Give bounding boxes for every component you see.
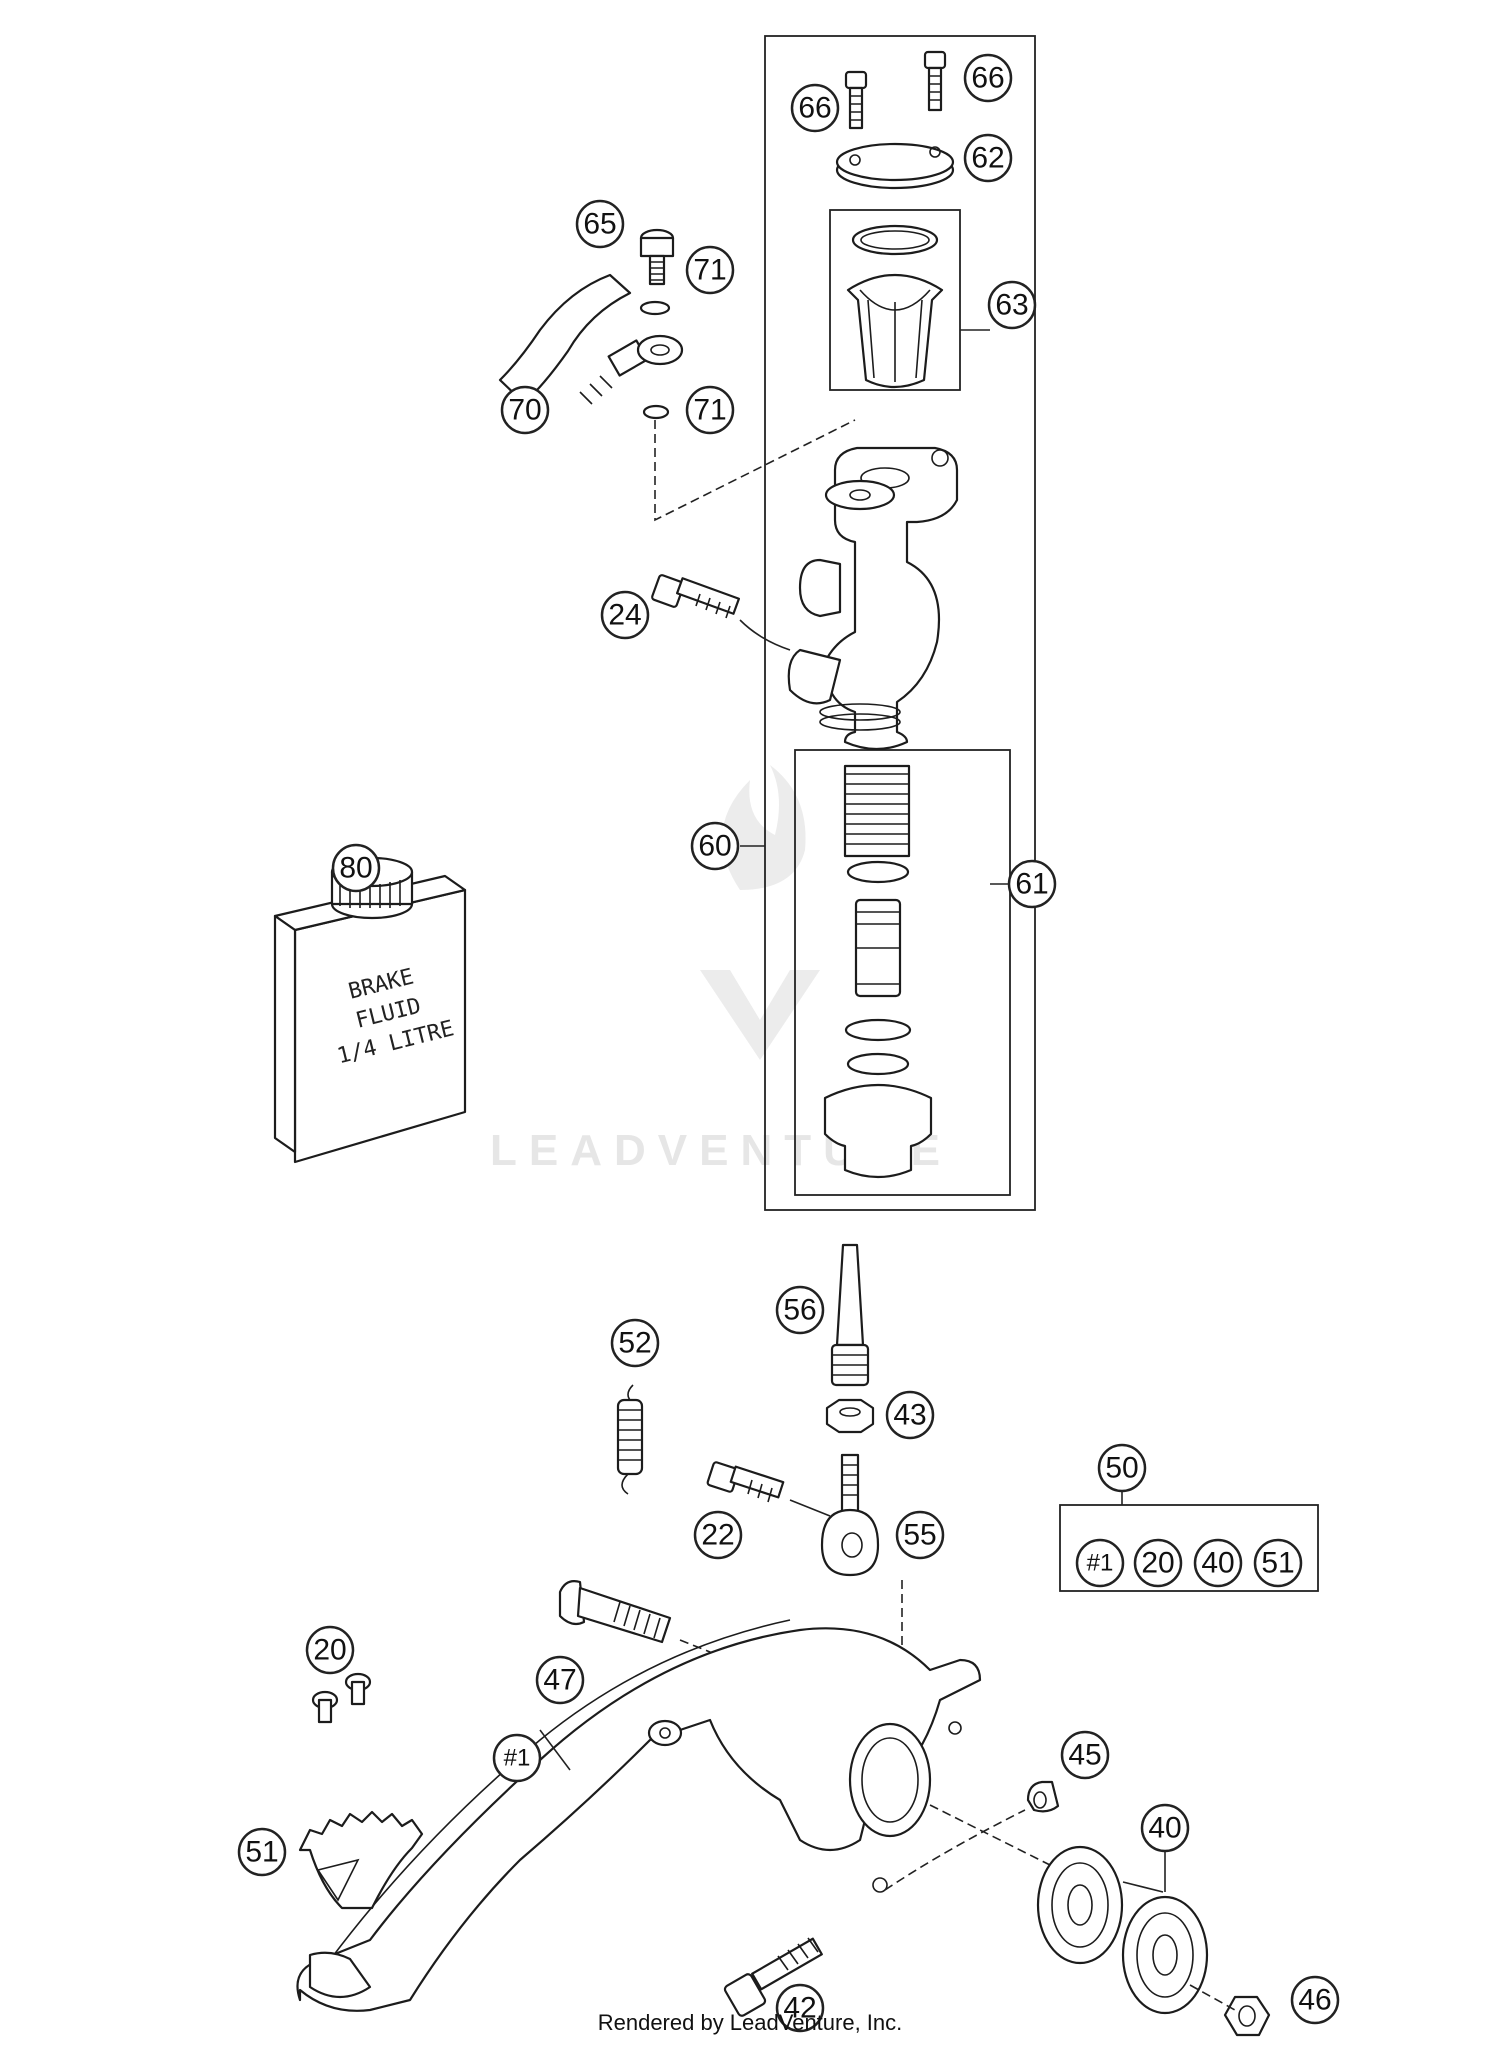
callout-66-right: 66 [963, 53, 1013, 103]
svg-text:24: 24 [608, 599, 641, 632]
svg-text:60: 60 [698, 830, 731, 863]
reservoir-group-box [829, 209, 961, 391]
master-cylinder-body [787, 446, 959, 751]
brake-hose-70 [498, 273, 684, 405]
svg-text:20: 20 [313, 1634, 346, 1667]
svg-text:40: 40 [1201, 1547, 1234, 1580]
master-cylinder-group-box [764, 35, 1036, 1211]
svg-text:66: 66 [971, 62, 1004, 95]
svg-text:#1: #1 [1087, 1550, 1114, 1577]
footer-credit: Rendered by LeadVenture, Inc. [597, 2010, 903, 2035]
callout-24: 24 [600, 590, 650, 640]
kit-item-1: #1 [1075, 1538, 1125, 1588]
svg-text:51: 51 [245, 1836, 278, 1869]
spring-52 [616, 1384, 644, 1495]
bolt-47 [558, 1580, 672, 1644]
svg-text:70: 70 [508, 394, 541, 427]
brake-pedal-1 [296, 1619, 982, 2012]
callout-46: 46 [1290, 1975, 1340, 2025]
nut-46 [1223, 1995, 1271, 2037]
reservoir-cap-62 [835, 142, 955, 190]
bolt-42 [723, 1937, 823, 2017]
brake-fluid-can-80: BRAKE FLUID 1/4 LITRE [273, 856, 467, 1164]
push-rod-56 [830, 1243, 870, 1387]
callout-40: 40 [1140, 1803, 1190, 1853]
bearings-40 [1036, 1845, 1209, 2015]
bolt-24 [651, 574, 741, 619]
hose-dashed-guide [654, 419, 856, 522]
svg-text:56: 56 [783, 1294, 816, 1327]
svg-text:#1: #1 [504, 1745, 531, 1772]
svg-text:71: 71 [693, 254, 726, 287]
callout-66-left: 66 [790, 83, 840, 133]
svg-text:51: 51 [1261, 1547, 1294, 1580]
callout-61: 61 [1007, 859, 1057, 909]
svg-text:71: 71 [693, 394, 726, 427]
svg-text:46: 46 [1298, 1984, 1331, 2017]
leader-22 [789, 1499, 831, 1517]
svg-text:55: 55 [903, 1519, 936, 1552]
reservoir-bellows-63 [846, 224, 944, 389]
callout-55: 55 [895, 1510, 945, 1560]
leaders [539, 329, 1166, 1893]
kit-item-51: 51 [1253, 1538, 1303, 1588]
callout-80: 80 [331, 843, 381, 893]
callout-60: 60 [690, 821, 740, 871]
svg-text:65: 65 [583, 208, 616, 241]
svg-text:47: 47 [543, 1664, 576, 1697]
svg-text:22: 22 [701, 1519, 734, 1552]
callout-63: 63 [987, 280, 1037, 330]
callout-65: 65 [575, 199, 625, 249]
piston-kit-group-box [794, 749, 1011, 1196]
callout-50: 50 [1097, 1443, 1147, 1493]
svg-text:62: 62 [971, 142, 1004, 175]
svg-text:20: 20 [1141, 1547, 1174, 1580]
callout-20: 20 [305, 1625, 355, 1675]
bushing-45 [1026, 1780, 1060, 1813]
svg-text:42: 42 [783, 1992, 816, 2025]
screw-66-left [844, 70, 868, 130]
svg-text:50: 50 [1105, 1452, 1138, 1485]
callout-51: 51 [237, 1827, 287, 1877]
kit-50-box [1059, 1504, 1319, 1592]
clevis-55 [820, 1453, 880, 1577]
svg-text:52: 52 [618, 1327, 651, 1360]
callout-42: 42 [775, 1983, 825, 2033]
svg-text:80: 80 [339, 852, 372, 885]
step-51 [298, 1810, 424, 1910]
leader-24 [739, 619, 791, 651]
callout-47: 47 [535, 1655, 585, 1705]
washer-71-bottom [642, 404, 670, 420]
callout-71-bottom: 71 [685, 385, 735, 435]
svg-text:40: 40 [1148, 1812, 1181, 1845]
callout-43: 43 [885, 1390, 935, 1440]
callout-56: 56 [775, 1285, 825, 1335]
bolt-22 [706, 1461, 785, 1503]
kit-item-40: 40 [1193, 1538, 1243, 1588]
banjo-bolt-65 [639, 228, 675, 286]
callout-71-top: 71 [685, 245, 735, 295]
nut-46-dashed-guide [1189, 1984, 1236, 2011]
callout-22: 22 [693, 1510, 743, 1560]
svg-text:61: 61 [1015, 868, 1048, 901]
svg-text:63: 63 [995, 289, 1028, 322]
callout-52: 52 [610, 1318, 660, 1368]
bolt-42-dashed-guide [884, 1809, 1026, 1891]
callout-1: #1 [492, 1733, 542, 1783]
pivot-dashed-guide [929, 1804, 1051, 1866]
callout-45: 45 [1060, 1730, 1110, 1780]
svg-text:66: 66 [798, 92, 831, 125]
callout-62: 62 [963, 133, 1013, 183]
screws-20 [311, 1672, 372, 1724]
washer-71-top [639, 300, 671, 316]
callout-70: 70 [500, 385, 550, 435]
svg-text:43: 43 [893, 1399, 926, 1432]
screw-66-right [923, 50, 947, 112]
nut-43 [825, 1398, 875, 1434]
svg-text:45: 45 [1068, 1739, 1101, 1772]
piston-kit-61-parts [823, 764, 933, 1179]
kit-item-20: 20 [1133, 1538, 1183, 1588]
